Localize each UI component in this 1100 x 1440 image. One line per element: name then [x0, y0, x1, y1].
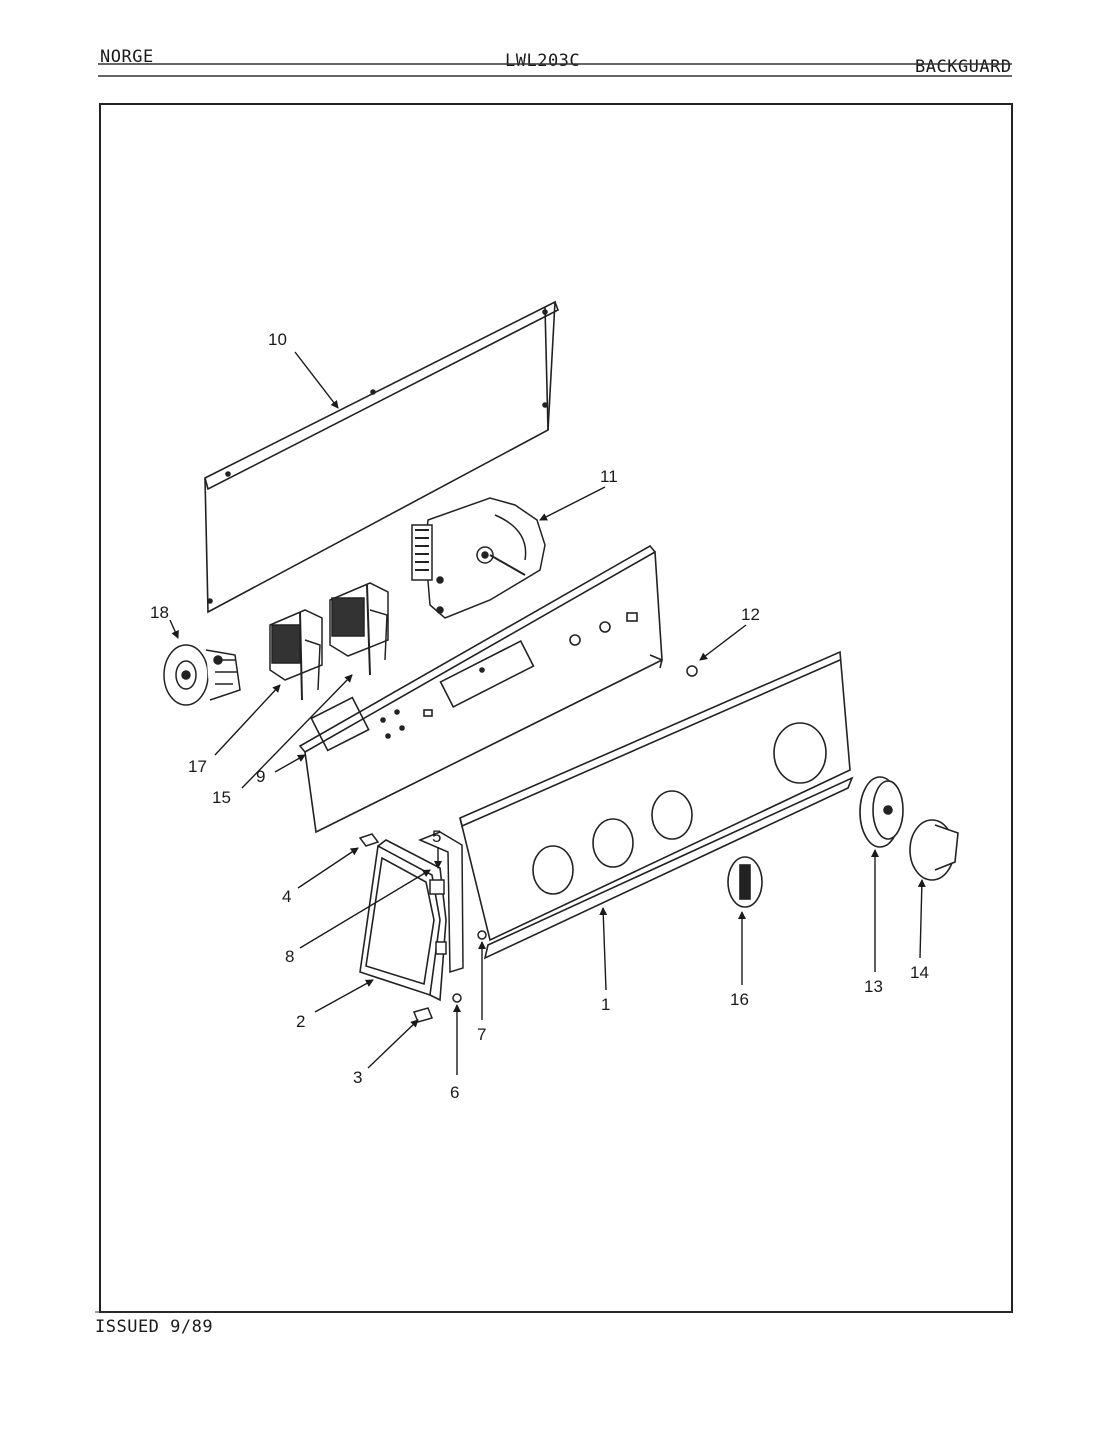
- bracket-8: [429, 879, 447, 955]
- callout-18: 18: [150, 603, 169, 622]
- callout-6: 6: [450, 1083, 459, 1102]
- switch-17: [269, 609, 323, 701]
- section-title: BACKGUARD: [915, 57, 1012, 77]
- clip-3: [412, 1007, 434, 1023]
- callout-11: 11: [600, 467, 618, 486]
- rear-cover-panel: [204, 300, 559, 614]
- model-number: LWL203C: [505, 51, 581, 71]
- callout-2: 2: [296, 1012, 305, 1031]
- leader-lines: [169, 351, 926, 1075]
- timer-knob-14: [909, 819, 959, 881]
- callout-3: 3: [353, 1068, 362, 1087]
- callout-8: 8: [285, 947, 294, 966]
- callout-4: 4: [282, 887, 291, 906]
- callout-12: 12: [741, 605, 760, 624]
- callout-14: 14: [910, 963, 929, 982]
- screw-6: [452, 993, 462, 1003]
- callout-16: 16: [730, 990, 749, 1009]
- timer: [411, 497, 546, 619]
- lens-strip: [418, 831, 464, 974]
- control-panel: [459, 650, 854, 960]
- display-bezel: [359, 839, 447, 1002]
- issued-date: ISSUED 9/89: [95, 1317, 214, 1337]
- knob-skirt-13: [859, 776, 904, 848]
- callout-13: 13: [864, 977, 883, 996]
- clip-4: [358, 833, 380, 847]
- callout-5: 5: [432, 827, 441, 846]
- callout-17: 17: [188, 757, 207, 776]
- callout-9: 9: [256, 767, 265, 786]
- callout-10: 10: [268, 330, 287, 349]
- screw-12: [686, 665, 698, 677]
- selector-switch: [163, 644, 241, 706]
- callout-1: 1: [601, 995, 610, 1014]
- callout-7: 7: [477, 1025, 486, 1044]
- screw-7: [477, 930, 487, 940]
- callout-labels: 10 11 12 18 17 15 9 5 4 8 2 3 6 7 1 16 1…: [150, 330, 929, 1102]
- knob-16: [727, 856, 763, 908]
- switch-15: [329, 582, 389, 676]
- brand-label: NORGE: [100, 47, 154, 67]
- control-mounting-plate: [298, 544, 663, 834]
- callout-15: 15: [212, 788, 231, 807]
